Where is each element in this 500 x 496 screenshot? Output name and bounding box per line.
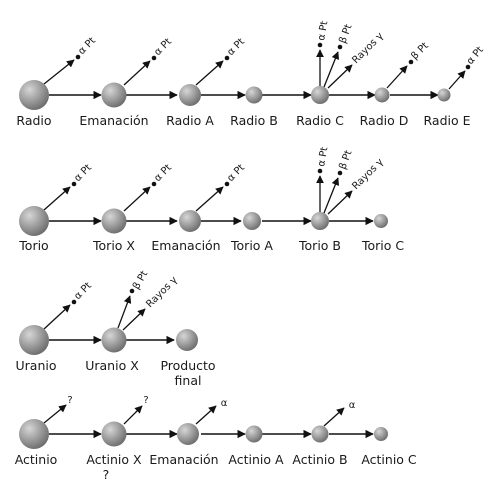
particle-dots: [71, 168, 343, 187]
gamma-label: Rayos γ: [350, 157, 386, 193]
beta-label: β Pt: [337, 149, 354, 171]
producto-final-label: final: [175, 373, 202, 388]
radio-c-label: Radio C: [296, 113, 344, 128]
alpha-label: α Pt: [152, 162, 174, 184]
torio-x-label: Torio X: [92, 238, 135, 253]
torio-nucleus: [19, 206, 49, 236]
actinio-x-nucleus: [101, 421, 127, 447]
radio-b-label: Radio B: [230, 113, 278, 128]
emanacion-nucleus: [101, 82, 127, 108]
alpha-label: α Pt: [316, 146, 330, 167]
actinio-a-nucleus: [245, 425, 263, 443]
torio-a-label: Torio A: [230, 238, 273, 253]
alpha-label: α Pt: [225, 162, 247, 184]
torio-a-nucleus: [243, 212, 261, 230]
alpha-label: α Pt: [72, 162, 94, 184]
particle-dots: [71, 288, 135, 305]
radio-series-row: α Pt α Pt α Pt α Pt β Pt Rayos γ β Pt α …: [16, 20, 486, 128]
emanacion-label: Emanación: [151, 238, 220, 253]
actinio-x-question: ?: [103, 467, 110, 482]
gamma-label: Rayos γ: [350, 31, 386, 67]
torio-series-row: α Pt α Pt α Pt α Pt β Pt Rayos γ Torio T…: [18, 146, 404, 253]
actinio-b-nucleus: [311, 425, 329, 443]
radio-label: Radio: [16, 113, 51, 128]
torio-label: Torio: [18, 238, 48, 253]
torio-c-label: Torio C: [361, 238, 404, 253]
beta-label: β Pt: [409, 40, 431, 62]
emanacion-nucleus: [177, 423, 199, 445]
actinio-c-nucleus: [374, 427, 388, 441]
producto-final-label: Producto: [160, 358, 215, 373]
alpha-label: α Pt: [72, 280, 94, 302]
radio-b-nucleus: [245, 86, 263, 104]
actinio-series-row: ? ? α α Actinio Actinio X ? Emanación Ac…: [15, 395, 417, 482]
radio-e-label: Radio E: [424, 113, 471, 128]
unknown-emission-label: ?: [143, 395, 148, 406]
uranio-x-nucleus: [101, 327, 127, 353]
alpha-label: α Pt: [225, 36, 247, 58]
radio-d-label: Radio D: [360, 113, 409, 128]
actinio-b-label: Actinio B: [292, 452, 347, 467]
unknown-emission-label: ?: [67, 395, 72, 406]
actinio-x-label: Actinio X: [86, 452, 142, 467]
radio-nucleus: [19, 80, 49, 110]
torio-b-label: Torio B: [298, 238, 341, 253]
alpha-label: α Pt: [152, 36, 174, 58]
beta-label: β Pt: [337, 23, 354, 45]
actinio-a-label: Actinio A: [228, 452, 284, 467]
alpha-label: α Pt: [316, 20, 330, 41]
alpha-label: α: [349, 400, 356, 411]
gamma-label: Rayos γ: [144, 275, 180, 311]
particle-dots: [75, 42, 471, 70]
emission-arrows: [43, 49, 466, 90]
radio-d-nucleus: [374, 87, 390, 103]
alpha-label: α Pt: [465, 45, 486, 67]
radio-e-nucleus: [437, 88, 451, 102]
radio-a-nucleus: [179, 84, 201, 106]
emanacion-label: Emanación: [79, 113, 148, 128]
uranio-x-label: Uranio X: [85, 358, 139, 373]
beta-label: β Pt: [131, 269, 150, 291]
actinio-c-label: Actinio C: [361, 452, 417, 467]
uranio-series-row: α Pt β Pt Rayos γ Uranio Uranio X Produc…: [16, 269, 216, 388]
actinio-nucleus: [19, 419, 49, 449]
torio-c-nucleus: [374, 214, 388, 228]
emission-arrows: [43, 404, 345, 427]
torio-b-nucleus: [311, 212, 329, 230]
radio-a-label: Radio A: [166, 113, 214, 128]
uranio-nucleus: [19, 325, 49, 355]
emission-arrows: [43, 175, 353, 215]
emission-arrows: [43, 295, 146, 331]
torio-x-nucleus: [101, 208, 127, 234]
alpha-label: α Pt: [76, 35, 98, 57]
producto-final-nucleus: [176, 329, 198, 351]
radio-c-nucleus: [311, 86, 329, 104]
emanacion-nucleus: [179, 210, 201, 232]
actinio-label: Actinio: [15, 452, 58, 467]
uranio-label: Uranio: [16, 358, 57, 373]
alpha-label: α: [221, 398, 228, 409]
emanacion-label: Emanación: [149, 452, 218, 467]
